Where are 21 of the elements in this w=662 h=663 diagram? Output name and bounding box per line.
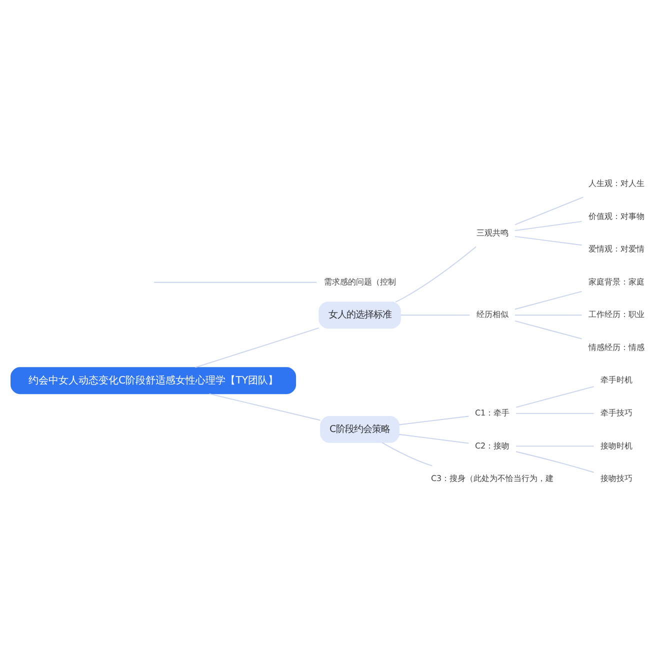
connector	[208, 393, 321, 421]
node-box: 女人的选择标准	[318, 302, 401, 329]
connector	[516, 412, 594, 414]
connector	[382, 442, 433, 466]
connector	[194, 327, 320, 368]
connector	[514, 220, 582, 232]
connector	[516, 446, 594, 447]
connector	[514, 290, 582, 310]
node-box: 约会中女人动态变化C阶段舒适感女性心理学【TY团队】	[10, 367, 296, 394]
connector	[400, 314, 470, 316]
connector	[516, 386, 594, 408]
connector	[398, 416, 470, 426]
connector	[514, 196, 584, 226]
connector	[514, 320, 582, 340]
connector	[395, 246, 476, 302]
connector	[514, 236, 582, 246]
connector	[516, 451, 594, 473]
connector	[514, 314, 582, 316]
connector	[398, 434, 470, 444]
connector	[154, 282, 318, 283]
node-box: C阶段约会策略	[320, 416, 400, 443]
